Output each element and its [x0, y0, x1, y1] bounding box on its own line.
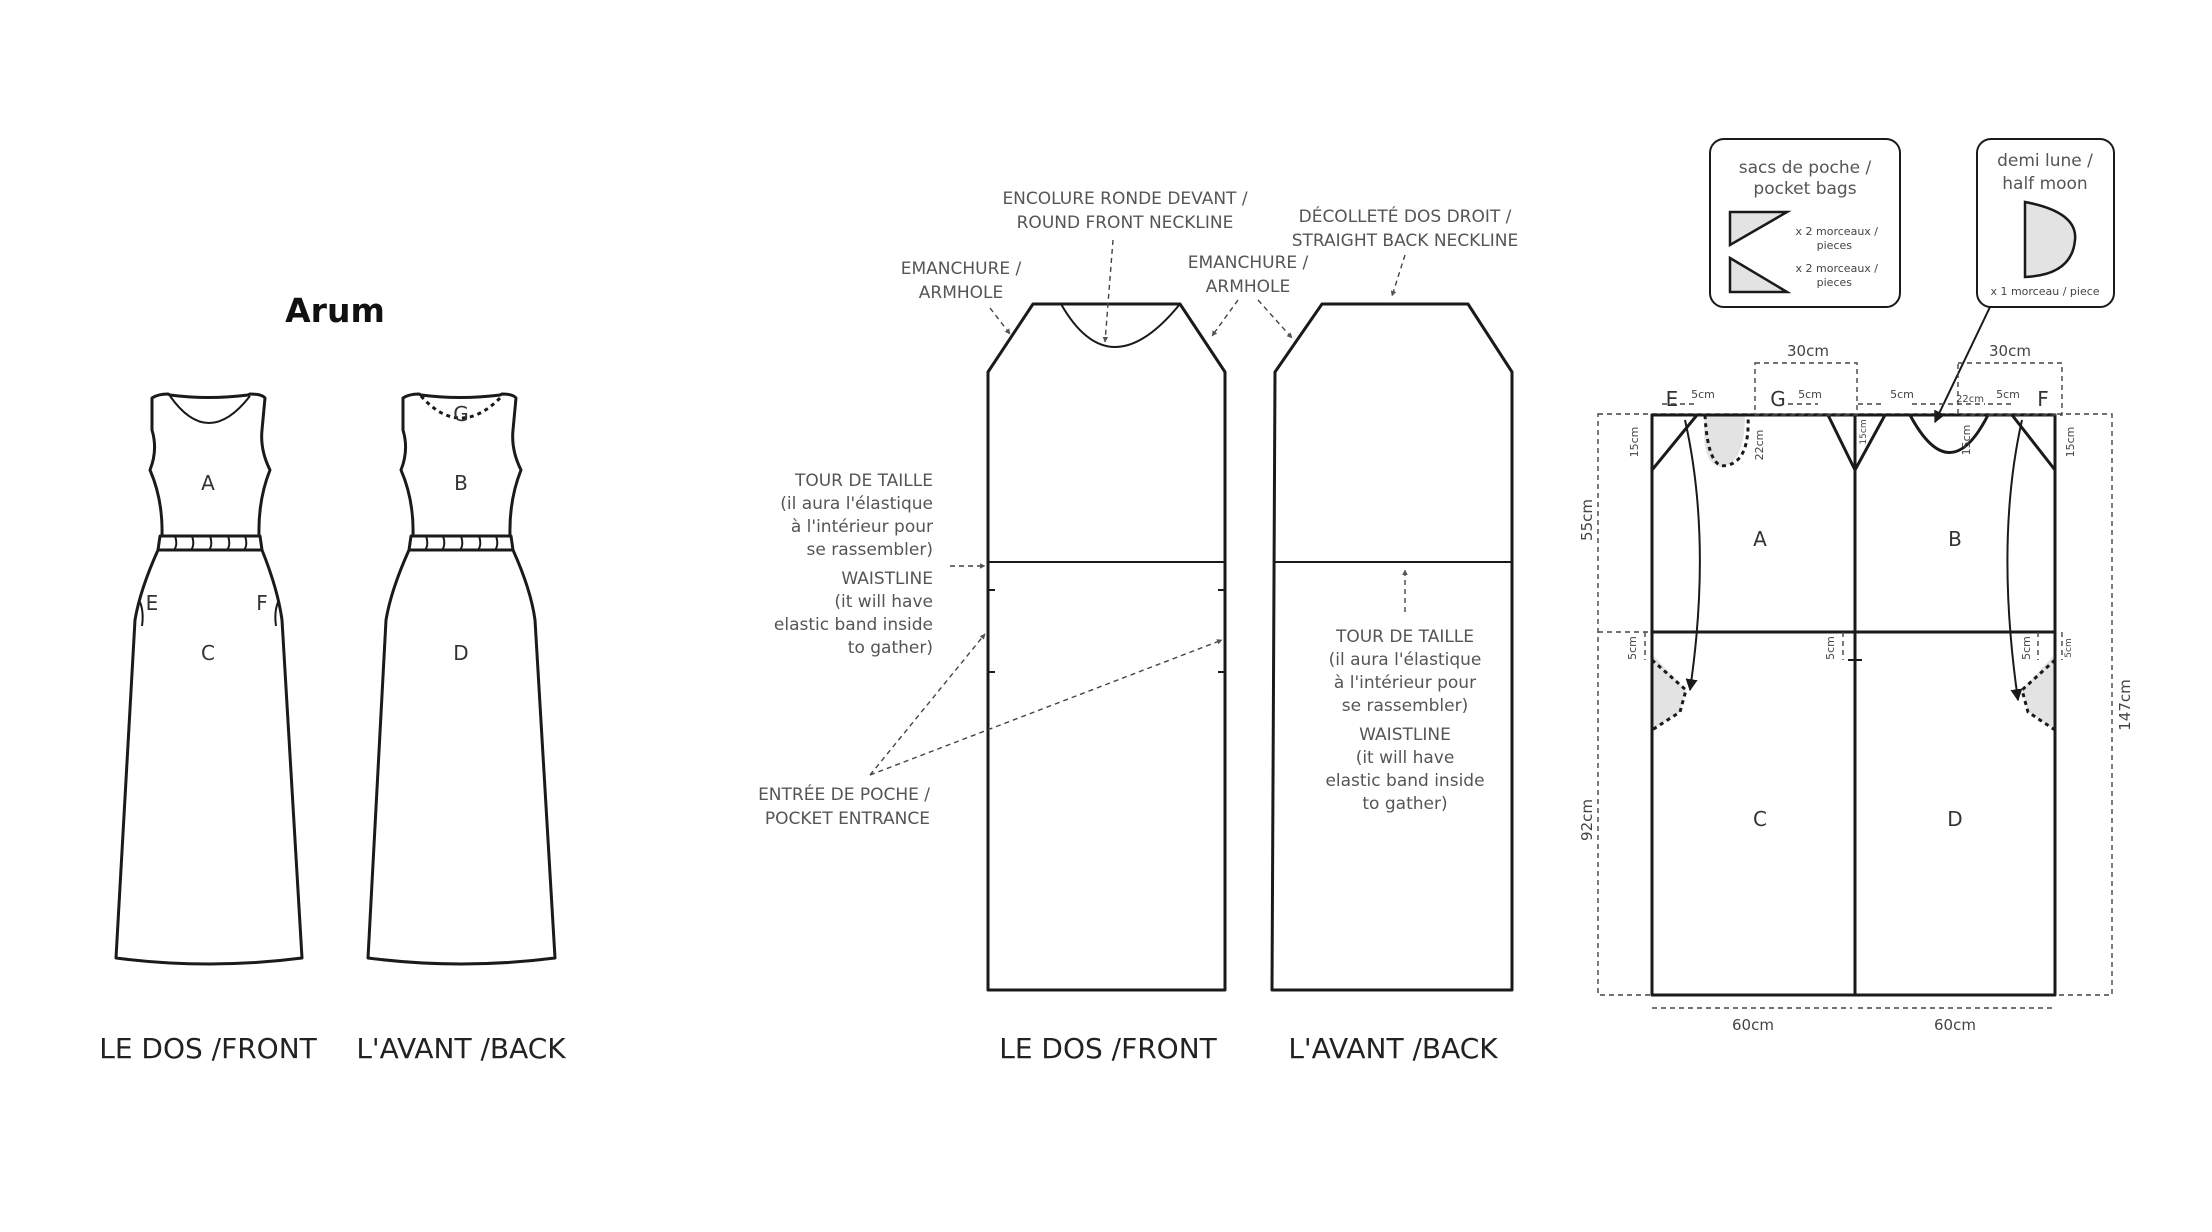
svg-text:5cm: 5cm — [2020, 636, 2033, 660]
svg-text:TOUR DE TAILLE: TOUR DE TAILLE — [794, 471, 933, 491]
flat-front-caption: LE DOS /FRONT — [999, 1032, 1217, 1065]
back-dress-sketch: G B D — [366, 392, 557, 966]
svg-text:ARMHOLE: ARMHOLE — [919, 283, 1004, 303]
svg-text:C: C — [1753, 807, 1767, 831]
svg-text:STRAIGHT BACK NECKLINE: STRAIGHT BACK NECKLINE — [1292, 231, 1519, 251]
svg-text:F: F — [2037, 387, 2049, 411]
pocket-bag-box: sacs de poche / pocket bags x 2 morceaux… — [1709, 138, 1901, 308]
svg-text:15cm: 15cm — [1859, 419, 1869, 444]
svg-text:EMANCHURE /: EMANCHURE / — [901, 259, 1022, 279]
svg-text:30cm: 30cm — [1989, 342, 2031, 360]
svg-text:92cm: 92cm — [1578, 799, 1596, 841]
svg-text:15cm: 15cm — [1628, 427, 1641, 458]
svg-text:55cm: 55cm — [1578, 499, 1596, 541]
label-back-neckline: DÉCOLLETÉ DOS DROIT / STRAIGHT BACK NECK… — [1292, 205, 1519, 297]
front-dress-sketch: A E F C — [114, 392, 304, 966]
svg-text:half moon: half moon — [2002, 174, 2087, 194]
svg-text:5cm: 5cm — [1890, 388, 1914, 401]
svg-text:à l'intérieur pour: à l'intérieur pour — [791, 517, 933, 537]
svg-text:(it will have: (it will have — [834, 592, 933, 612]
svg-text:to gather): to gather) — [1362, 794, 1447, 814]
half-moon-box: demi lune / half moon x 1 morceau / piec… — [1976, 138, 2115, 308]
sketch-back-caption: L'AVANT /BACK — [356, 1032, 566, 1065]
half-moon-shape — [2023, 200, 2077, 279]
sketch-front-caption: LE DOS /FRONT — [99, 1032, 317, 1065]
flat-back-caption: L'AVANT /BACK — [1288, 1032, 1498, 1065]
svg-text:22cm: 22cm — [1753, 430, 1766, 461]
pocket-bag-shape-1 — [1728, 210, 1792, 248]
svg-text:se rassembler): se rassembler) — [807, 540, 933, 560]
svg-text:se rassembler): se rassembler) — [1342, 696, 1468, 716]
svg-text:elastic band inside: elastic band inside — [1325, 771, 1484, 791]
label-armhole-right: EMANCHURE / ARMHOLE — [1188, 253, 1309, 339]
sketch-piece-f: F — [256, 591, 268, 615]
sketch-piece-a: A — [201, 471, 215, 495]
svg-text:60cm: 60cm — [1732, 1016, 1774, 1034]
svg-text:WAISTLINE: WAISTLINE — [841, 569, 933, 589]
svg-text:ENCOLURE RONDE DEVANT /: ENCOLURE RONDE DEVANT / — [1002, 189, 1247, 209]
svg-text:5cm: 5cm — [1824, 636, 1837, 660]
svg-text:(il aura l'élastique: (il aura l'élastique — [780, 494, 933, 514]
svg-text:5cm: 5cm — [1996, 388, 2020, 401]
sketch-piece-d: D — [453, 641, 468, 665]
svg-text:elastic band inside: elastic band inside — [774, 615, 933, 635]
svg-text:60cm: 60cm — [1934, 1016, 1976, 1034]
sketch-piece-c: C — [201, 641, 215, 665]
svg-text:5cm: 5cm — [2064, 638, 2074, 657]
svg-text:5cm: 5cm — [1691, 388, 1715, 401]
svg-text:sacs de poche /: sacs de poche / — [1739, 158, 1872, 178]
svg-text:A: A — [1753, 527, 1767, 551]
svg-text:WAISTLINE: WAISTLINE — [1359, 725, 1451, 745]
svg-text:B: B — [1948, 527, 1962, 551]
sketch-piece-g: G — [453, 402, 469, 426]
svg-text:ARMHOLE: ARMHOLE — [1206, 277, 1291, 297]
svg-text:30cm: 30cm — [1787, 342, 1829, 360]
svg-text:POCKET ENTRANCE: POCKET ENTRANCE — [765, 809, 930, 829]
svg-text:5cm: 5cm — [1798, 388, 1822, 401]
svg-text:pocket bags: pocket bags — [1753, 179, 1856, 199]
svg-text:DÉCOLLETÉ DOS DROIT /: DÉCOLLETÉ DOS DROIT / — [1299, 205, 1512, 227]
label-pocket-entrance: ENTRÉE DE POCHE / POCKET ENTRANCE — [758, 633, 1223, 829]
svg-text:147cm: 147cm — [2116, 679, 2134, 731]
dimension-marks: 30cm 30cm 5cm 5cm 5cm 5cm 22cm 22cm 15cm… — [1578, 342, 2134, 1034]
svg-text:x 1 morceau / piece: x 1 morceau / piece — [1990, 285, 2099, 298]
svg-text:5cm: 5cm — [1626, 636, 1639, 660]
svg-text:EMANCHURE /: EMANCHURE / — [1188, 253, 1309, 273]
svg-text:TOUR DE TAILLE: TOUR DE TAILLE — [1335, 627, 1474, 647]
pattern-title: Arum — [285, 291, 385, 330]
flat-front-piece — [986, 302, 1227, 992]
svg-text:(il aura l'élastique: (il aura l'élastique — [1329, 650, 1482, 670]
pocket-bag-shape-2 — [1728, 255, 1792, 294]
svg-text:ENTRÉE DE POCHE /: ENTRÉE DE POCHE / — [758, 783, 930, 805]
label-front-neckline: ENCOLURE RONDE DEVANT / ROUND FRONT NECK… — [1002, 189, 1248, 343]
svg-text:pieces: pieces — [1817, 276, 1853, 289]
svg-text:x 2 morceaux /: x 2 morceaux / — [1796, 225, 1879, 238]
svg-text:22cm: 22cm — [1956, 394, 1984, 405]
svg-text:15cm: 15cm — [1960, 425, 1973, 456]
sketch-piece-e: E — [146, 591, 159, 615]
svg-text:demi lune /: demi lune / — [1997, 151, 2093, 171]
svg-text:15cm: 15cm — [2064, 427, 2077, 458]
sketch-piece-b: B — [454, 471, 468, 495]
svg-text:D: D — [1947, 807, 1962, 831]
svg-text:E: E — [1666, 387, 1679, 411]
label-waistline-left: TOUR DE TAILLE (il aura l'élastique à l'… — [774, 471, 986, 658]
cutting-layout: E G F A B C D — [1597, 387, 2113, 997]
svg-text:to gather): to gather) — [848, 638, 933, 658]
label-waistline-right: TOUR DE TAILLE (il aura l'élastique à l'… — [1325, 569, 1485, 814]
svg-text:à l'intérieur pour: à l'intérieur pour — [1334, 673, 1476, 693]
svg-text:(it will have: (it will have — [1356, 748, 1455, 768]
svg-text:ROUND FRONT NECKLINE: ROUND FRONT NECKLINE — [1017, 213, 1234, 233]
svg-text:pieces: pieces — [1817, 239, 1853, 252]
svg-text:x 2 morceaux /: x 2 morceaux / — [1796, 262, 1879, 275]
label-armhole-left: EMANCHURE / ARMHOLE — [901, 259, 1022, 335]
svg-text:G: G — [1770, 387, 1786, 411]
flat-back-piece — [1270, 302, 1514, 992]
